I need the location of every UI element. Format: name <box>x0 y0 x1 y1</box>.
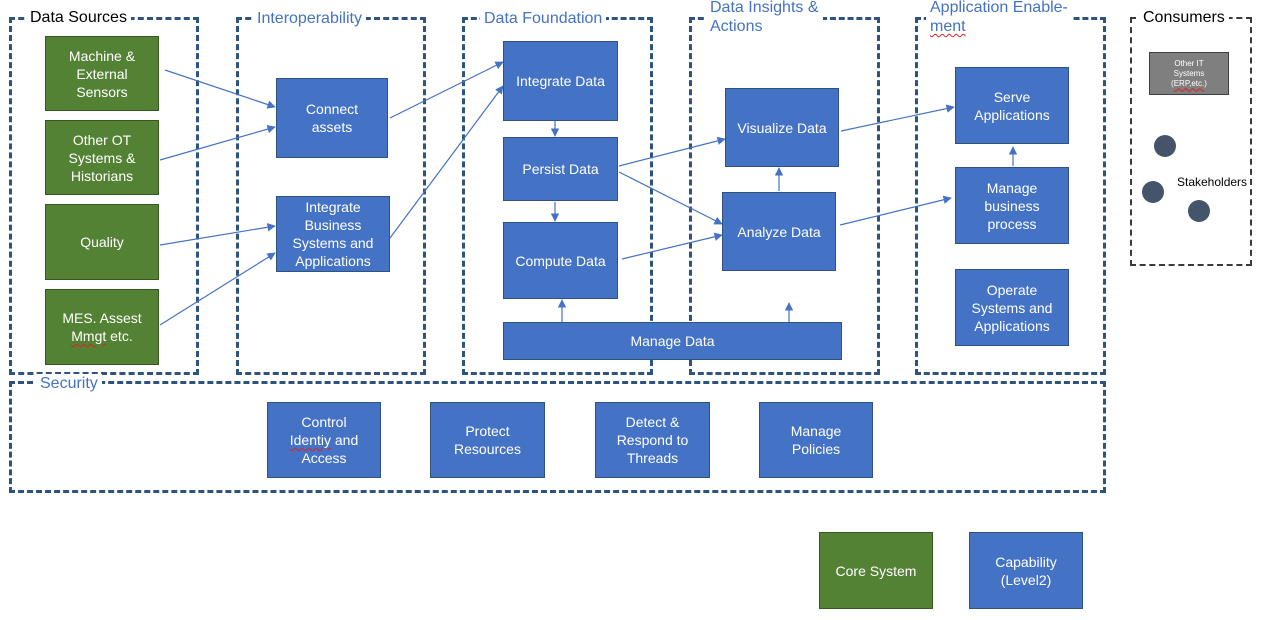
control-line1: Control <box>301 414 347 430</box>
manage-policies-box: Manage Policies <box>759 402 873 478</box>
stakeholder-dot-2 <box>1142 181 1164 203</box>
security-frame <box>9 381 1106 493</box>
other-it-systems-text: Other IT Systems (ERP,etc.) <box>1171 59 1207 89</box>
arrow-mes-to-integrate-business <box>159 252 276 326</box>
application-enablement-title-line2: ment <box>930 18 966 35</box>
machine-external-sensors-box: Machine & External Sensors <box>45 36 159 111</box>
control-identity-access-box: Control Identiy and Access <box>267 402 381 478</box>
data-sources-title: Data Sources <box>26 8 131 27</box>
integrate-business-systems-box: Integrate Business Systems and Applicati… <box>276 196 390 272</box>
visualize-data-box: Visualize Data <box>725 88 839 167</box>
serve-applications-box: Serve Applications <box>955 67 1069 144</box>
mes-etc: etc. <box>106 328 133 344</box>
control-identity-text: Control Identiy and Access <box>290 413 359 467</box>
control-identiy-word: Identiy <box>289 432 331 448</box>
arrow-persist-to-visualize <box>618 136 726 167</box>
detect-respond-box: Detect & Respond to Threads <box>595 402 710 478</box>
arrow-connect-to-integrate-data <box>389 61 504 119</box>
data-foundation-title: Data Foundation <box>480 9 607 28</box>
other-it-close: ) <box>1204 78 1207 88</box>
arrow-quality-to-integrate-business <box>159 223 276 246</box>
arrow-visualize-to-serve <box>840 104 955 132</box>
other-it-line1: Other IT Systems ( <box>1171 58 1205 88</box>
mes-line1: MES. Assest <box>62 310 142 326</box>
stakeholder-dot-3 <box>1188 200 1210 222</box>
compute-data-box: Compute Data <box>503 222 618 299</box>
quality-box: Quality <box>45 204 159 280</box>
other-it-erp: ERP,etc. <box>1173 78 1205 88</box>
arrow-integrate-business-to-integrate-data <box>389 85 504 239</box>
arrow-machine-to-connect <box>164 69 276 109</box>
arrow-analyze-to-manage-bp <box>839 195 952 226</box>
consumers-title: Consumers <box>1139 8 1229 27</box>
stakeholders-label: Stakeholders <box>1177 175 1248 189</box>
other-it-systems-box: Other IT Systems (ERP,etc.) <box>1149 52 1229 95</box>
interoperability-title: Interoperability <box>253 9 366 28</box>
application-enablement-title: Application Enable-ment <box>926 0 1072 36</box>
integrate-data-box: Integrate Data <box>503 41 618 121</box>
data-insights-title: Data Insights & Actions <box>706 0 823 36</box>
stakeholder-dot-1 <box>1154 135 1176 157</box>
persist-data-box: Persist Data <box>503 137 618 201</box>
protect-resources-box: Protect Resources <box>430 402 545 478</box>
manage-business-process-box: Manage business process <box>955 167 1069 244</box>
arrow-persist-to-analyze <box>618 171 723 225</box>
security-title: Security <box>36 374 102 393</box>
connect-assets-box: Connect assets <box>276 78 388 158</box>
mes-mmgt-word: Mmgt <box>71 328 107 344</box>
control-line3: and Access <box>301 432 359 466</box>
other-ot-systems-box: Other OT Systems & Historians <box>45 120 159 195</box>
legend-core-system: Core System <box>819 532 933 609</box>
legend-capability: Capability (Level2) <box>969 532 1083 609</box>
operate-systems-box: Operate Systems and Applications <box>955 269 1069 346</box>
analyze-data-box: Analyze Data <box>722 192 836 271</box>
manage-data-box: Manage Data <box>503 322 842 360</box>
application-enablement-title-line1: Application Enable- <box>930 0 1068 16</box>
arrow-compute-to-analyze <box>621 232 723 260</box>
arrow-otherot-to-connect <box>159 125 276 161</box>
